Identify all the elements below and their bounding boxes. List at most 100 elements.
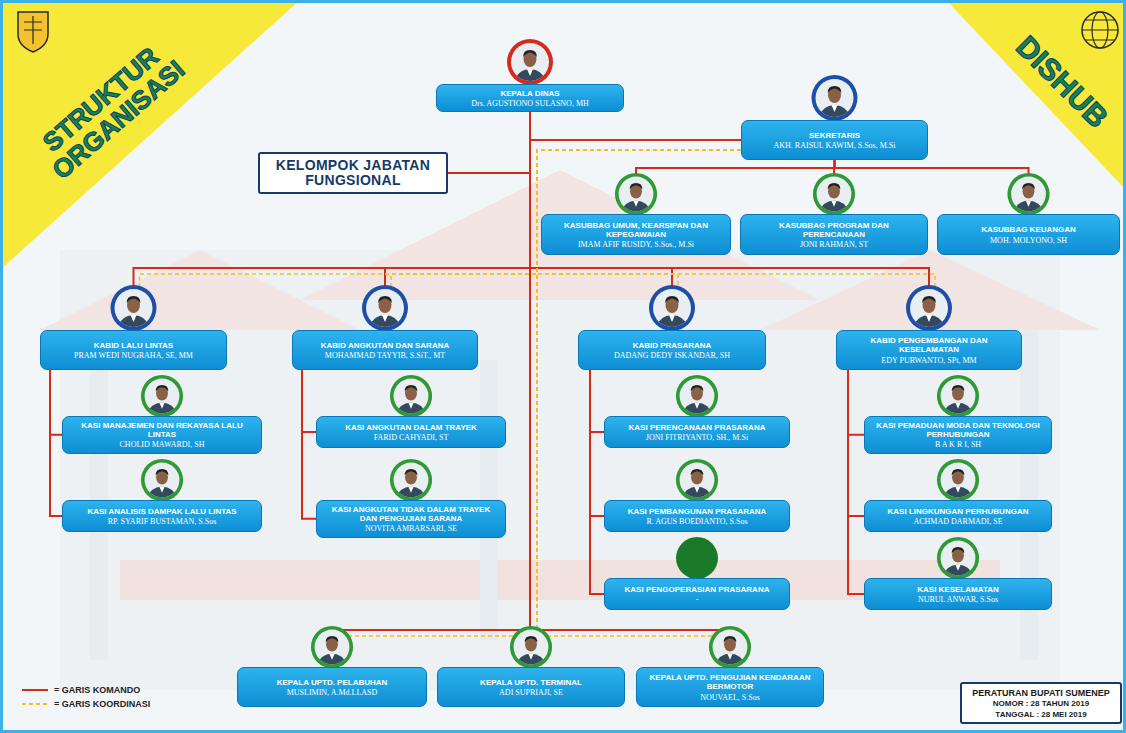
position-title: KABID PRASARANA <box>633 341 712 350</box>
section-box: KASI ANALISIS DAMPAK LALU LINTASRP. SYAR… <box>62 500 262 532</box>
official-name: MUSLIMIN, A.Md.LLASD <box>287 688 378 697</box>
position-title: KASI ANALISIS DAMPAK LALU LINTAS <box>87 507 236 516</box>
position-title: KEPALA UPTD. PENGUJIAN KENDARAAN BERMOTO… <box>643 673 817 691</box>
portrait <box>676 375 718 420</box>
legend-line <box>22 689 48 691</box>
command-line <box>590 370 604 432</box>
position-title: KASI PENGOPERASIAN PRASARANA <box>625 585 770 594</box>
command-line <box>636 160 835 214</box>
command-line <box>530 112 741 140</box>
position-title: KABID ANGKUTAN DAN SARANA <box>321 341 449 350</box>
command-line <box>332 112 530 667</box>
command-line <box>848 370 864 435</box>
portrait <box>141 375 183 420</box>
portrait <box>1007 173 1049 218</box>
position-title: KASUBBAG PROGRAM DAN PERENCANAAN <box>747 221 921 239</box>
official-name: CHOLID MAWARDI, SH <box>120 440 205 449</box>
portrait <box>937 459 979 504</box>
position-title: KASI LINGKUNGAN PERHUBUNGAN <box>888 507 1029 516</box>
official-name: NURUL ANWAR, S.Sos <box>918 595 998 604</box>
official-name: MOH. MOLYONO, SH <box>990 236 1067 245</box>
official-name: MOHAMMAD TAYYIB, S.SiT., MT <box>325 351 445 360</box>
legend: = GARIS KOMANDO = GARIS KOORDINASI <box>20 683 150 711</box>
portrait <box>676 459 718 504</box>
legend-row: = GARIS KOORDINASI <box>20 697 150 711</box>
unit-box: KEPALA UPTD. PENGUJIAN KENDARAAN BERMOTO… <box>636 667 824 707</box>
position-title: PERATURAN BUPATI SUMENEP <box>972 688 1110 698</box>
official-name: ADI SUPRIAJI, SE <box>499 688 563 697</box>
legend-text: = GARIS KOORDINASI <box>54 699 150 709</box>
portrait <box>906 285 952 334</box>
official-name: IMAM AFIF RUSIDY, S.Sos., M.Si <box>578 240 694 249</box>
position-title: SEKRETARIS <box>809 131 860 140</box>
portrait <box>141 459 183 504</box>
command-line <box>50 370 62 435</box>
command-line <box>302 370 316 432</box>
command-line <box>134 112 531 330</box>
portrait <box>615 173 657 218</box>
command-line <box>848 370 864 594</box>
coordination-line <box>537 150 741 330</box>
position-title: KABID LALU LINTAS <box>94 341 173 350</box>
head-box: KEPALA DINASDrs. AGUSTIONO SULASNO, MH <box>436 84 624 112</box>
position-title: KASI PERENCANAAN PRASARANA <box>629 423 766 432</box>
command-line <box>385 112 530 330</box>
command-line <box>590 370 604 594</box>
official-name: JONI FITRIYANTO, SH., M.Si <box>646 433 748 442</box>
legend-row: = GARIS KOMANDO <box>20 683 150 697</box>
official-name: PRAM WEDI NUGRAHA, SE, MM <box>74 351 193 360</box>
position-title: KASI PEMBANGUNAN PRASARANA <box>628 507 767 516</box>
command-line <box>835 160 1029 214</box>
position-title: KEPALA UPTD. TERMINAL <box>480 678 582 687</box>
official-name: DADANG DEDY ISKANDAR, SH <box>614 351 730 360</box>
legend-text: = GARIS KOMANDO <box>54 685 140 695</box>
section-box: KASI PERENCANAAN PRASARANAJONI FITRIYANT… <box>604 416 790 448</box>
legend-line-sample <box>20 685 50 695</box>
portrait <box>709 626 751 671</box>
position-title: KASUBBAG KEUANGAN <box>981 225 1076 234</box>
unit-box: KEPALA UPTD. TERMINALADI SUPRIAJI, SE <box>437 667 625 707</box>
division-box: KABID LALU LINTASPRAM WEDI NUGRAHA, SE, … <box>40 330 227 370</box>
coordination-line <box>537 150 935 330</box>
command-line <box>530 112 929 330</box>
empty-portrait <box>676 537 718 579</box>
official-name: Drs. AGUSTIONO SULASNO, MH <box>471 99 589 108</box>
official-name: RP. SYARIF BUSTAMAN, S.Sos <box>108 517 217 526</box>
subdivision-box: KASUBBAG KEUANGAN MOH. MOLYONO, SH <box>937 214 1120 255</box>
official-name: TANGGAL : 28 MEI 2019 <box>995 710 1086 719</box>
section-box: KASI ANGKUTAN TIDAK DALAM TRAYEK DAN PEN… <box>316 500 506 538</box>
section-box: KASI KESELAMATANNURUL ANWAR, S.Sos <box>864 578 1052 610</box>
section-box: KASI ANGKUTAN DALAM TRAYEKFARID CAHYADI,… <box>316 416 506 448</box>
official-name: JONI RAHMAN, ST <box>800 240 868 249</box>
position-title: KASI KESELAMATAN <box>917 585 998 594</box>
portrait <box>812 75 858 124</box>
command-line <box>590 370 604 516</box>
position-title: KASI ANGKUTAN DALAM TRAYEK <box>345 423 477 432</box>
position-title: KASI MANAJEMEN DAN REKAYASA LALU LINTAS <box>69 421 255 439</box>
subdivision-box: KASUBBAG PROGRAM DAN PERENCANAANJONI RAH… <box>740 214 928 255</box>
portrait <box>111 285 157 334</box>
command-line <box>302 370 316 519</box>
secretary-box: SEKRETARISAKH. RAISUL KAWIM, S.Sos, M.Si <box>741 120 928 160</box>
portrait <box>937 537 979 582</box>
portrait <box>362 285 408 334</box>
section-box: KASI MANAJEMEN DAN REKAYASA LALU LINTASC… <box>62 416 262 454</box>
position-title: KASI ANGKUTAN TIDAK DALAM TRAYEK DAN PEN… <box>323 505 499 523</box>
official-name: EDY PURWANTO, SPt, MM <box>881 356 976 365</box>
portrait <box>390 459 432 504</box>
position-title: KASUBBAG UMUM, KEARSIPAN DAN KEPEGAWAIAN <box>548 221 724 239</box>
regulation-box: PERATURAN BUPATI SUMENEPNOMOR : 28 TAHUN… <box>960 682 1122 724</box>
position-title: KEPALA UPTD. PELABUHAN <box>277 678 388 687</box>
unit-box: KEPALA UPTD. PELABUHANMUSLIMIN, A.Md.LLA… <box>237 667 427 707</box>
functional-group-box: KELOMPOK JABATAN FUNGSIONAL <box>258 152 448 194</box>
section-box: KASI PEMADUAN MODA DAN TEKNOLOGI PERHUBU… <box>864 416 1052 454</box>
official-name: NOUVAEL, S.Sos <box>700 693 760 702</box>
command-line <box>448 112 530 172</box>
official-name: FARID CAHYADI, ST <box>374 433 449 442</box>
division-box: KABID PRASARANADADANG DEDY ISKANDAR, SH <box>578 330 766 370</box>
official-name: B A K R I, SH <box>935 440 981 449</box>
portrait <box>510 626 552 671</box>
official-name: NOMOR : 28 TAHUN 2019 <box>993 699 1089 708</box>
legend-line <box>22 703 48 705</box>
